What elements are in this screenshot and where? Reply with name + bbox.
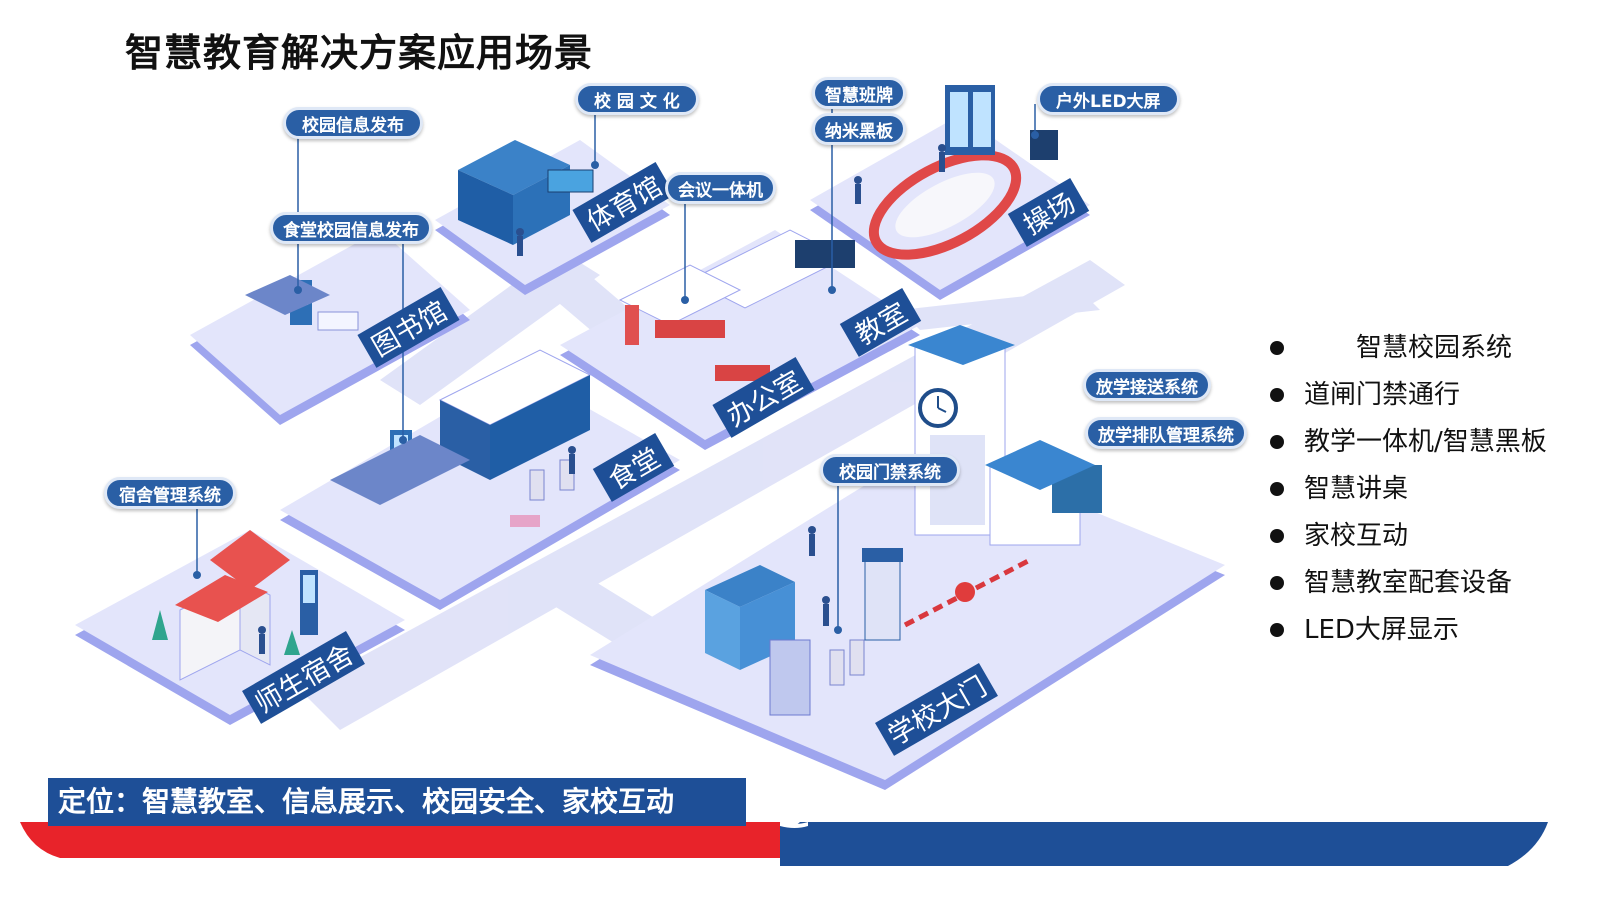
library-furniture [245, 275, 359, 331]
callout-campus-info: 校园信息发布 [283, 107, 423, 139]
callout-campus-culture: 校 园 文 化 [575, 83, 699, 115]
callout-meeting-machine: 会议一体机 [665, 172, 776, 204]
gate-area [705, 325, 1102, 716]
dormitory-houses [152, 530, 318, 681]
page-title: 智慧教育解决方案应用场景 [125, 31, 594, 75]
office-classroom [618, 229, 855, 381]
callout-nano-blackboard: 纳米黑板 [812, 113, 906, 145]
callout-outdoor-led: 户外LED大屏 [1037, 83, 1180, 115]
gym-building [458, 140, 594, 245]
footer-banner [20, 822, 1548, 866]
bullet-item: 智慧教室配套设备 [1270, 563, 1547, 610]
callout-queue-system: 放学排队管理系统 [1085, 417, 1247, 449]
people [258, 144, 946, 654]
buildings [152, 85, 1102, 716]
leader-dots [193, 131, 1039, 634]
bullet-item: 道闸门禁通行 [1270, 375, 1547, 422]
callout-smart-board-sign: 智慧班牌 [812, 77, 906, 109]
bullet-item: 家校互动 [1270, 516, 1547, 563]
callout-dorm-mgmt: 宿舍管理系统 [104, 477, 236, 509]
bullet-item: 智慧校园系统 [1270, 328, 1547, 375]
positioning-text: 定位：智慧教室、信息展示、校园安全、家校互动 [58, 785, 675, 818]
bullet-item: LED大屏显示 [1270, 610, 1547, 657]
canteen-building [330, 349, 592, 527]
callout-gate-access: 校园门禁系统 [820, 454, 960, 486]
positioning-bar: 定位：智慧教室、信息展示、校园安全、家校互动 [48, 778, 746, 826]
feature-bullet-list: 智慧校园系统 道闸门禁通行 教学一体机/智慧黑板 智慧讲桌 家校互动 智慧教室配… [1270, 328, 1547, 657]
callout-pickup-system: 放学接送系统 [1083, 369, 1211, 401]
bullet-item: 教学一体机/智慧黑板 [1270, 422, 1547, 469]
bullet-item: 智慧讲桌 [1270, 469, 1547, 516]
callout-canteen-info: 食堂校园信息发布 [270, 212, 432, 244]
